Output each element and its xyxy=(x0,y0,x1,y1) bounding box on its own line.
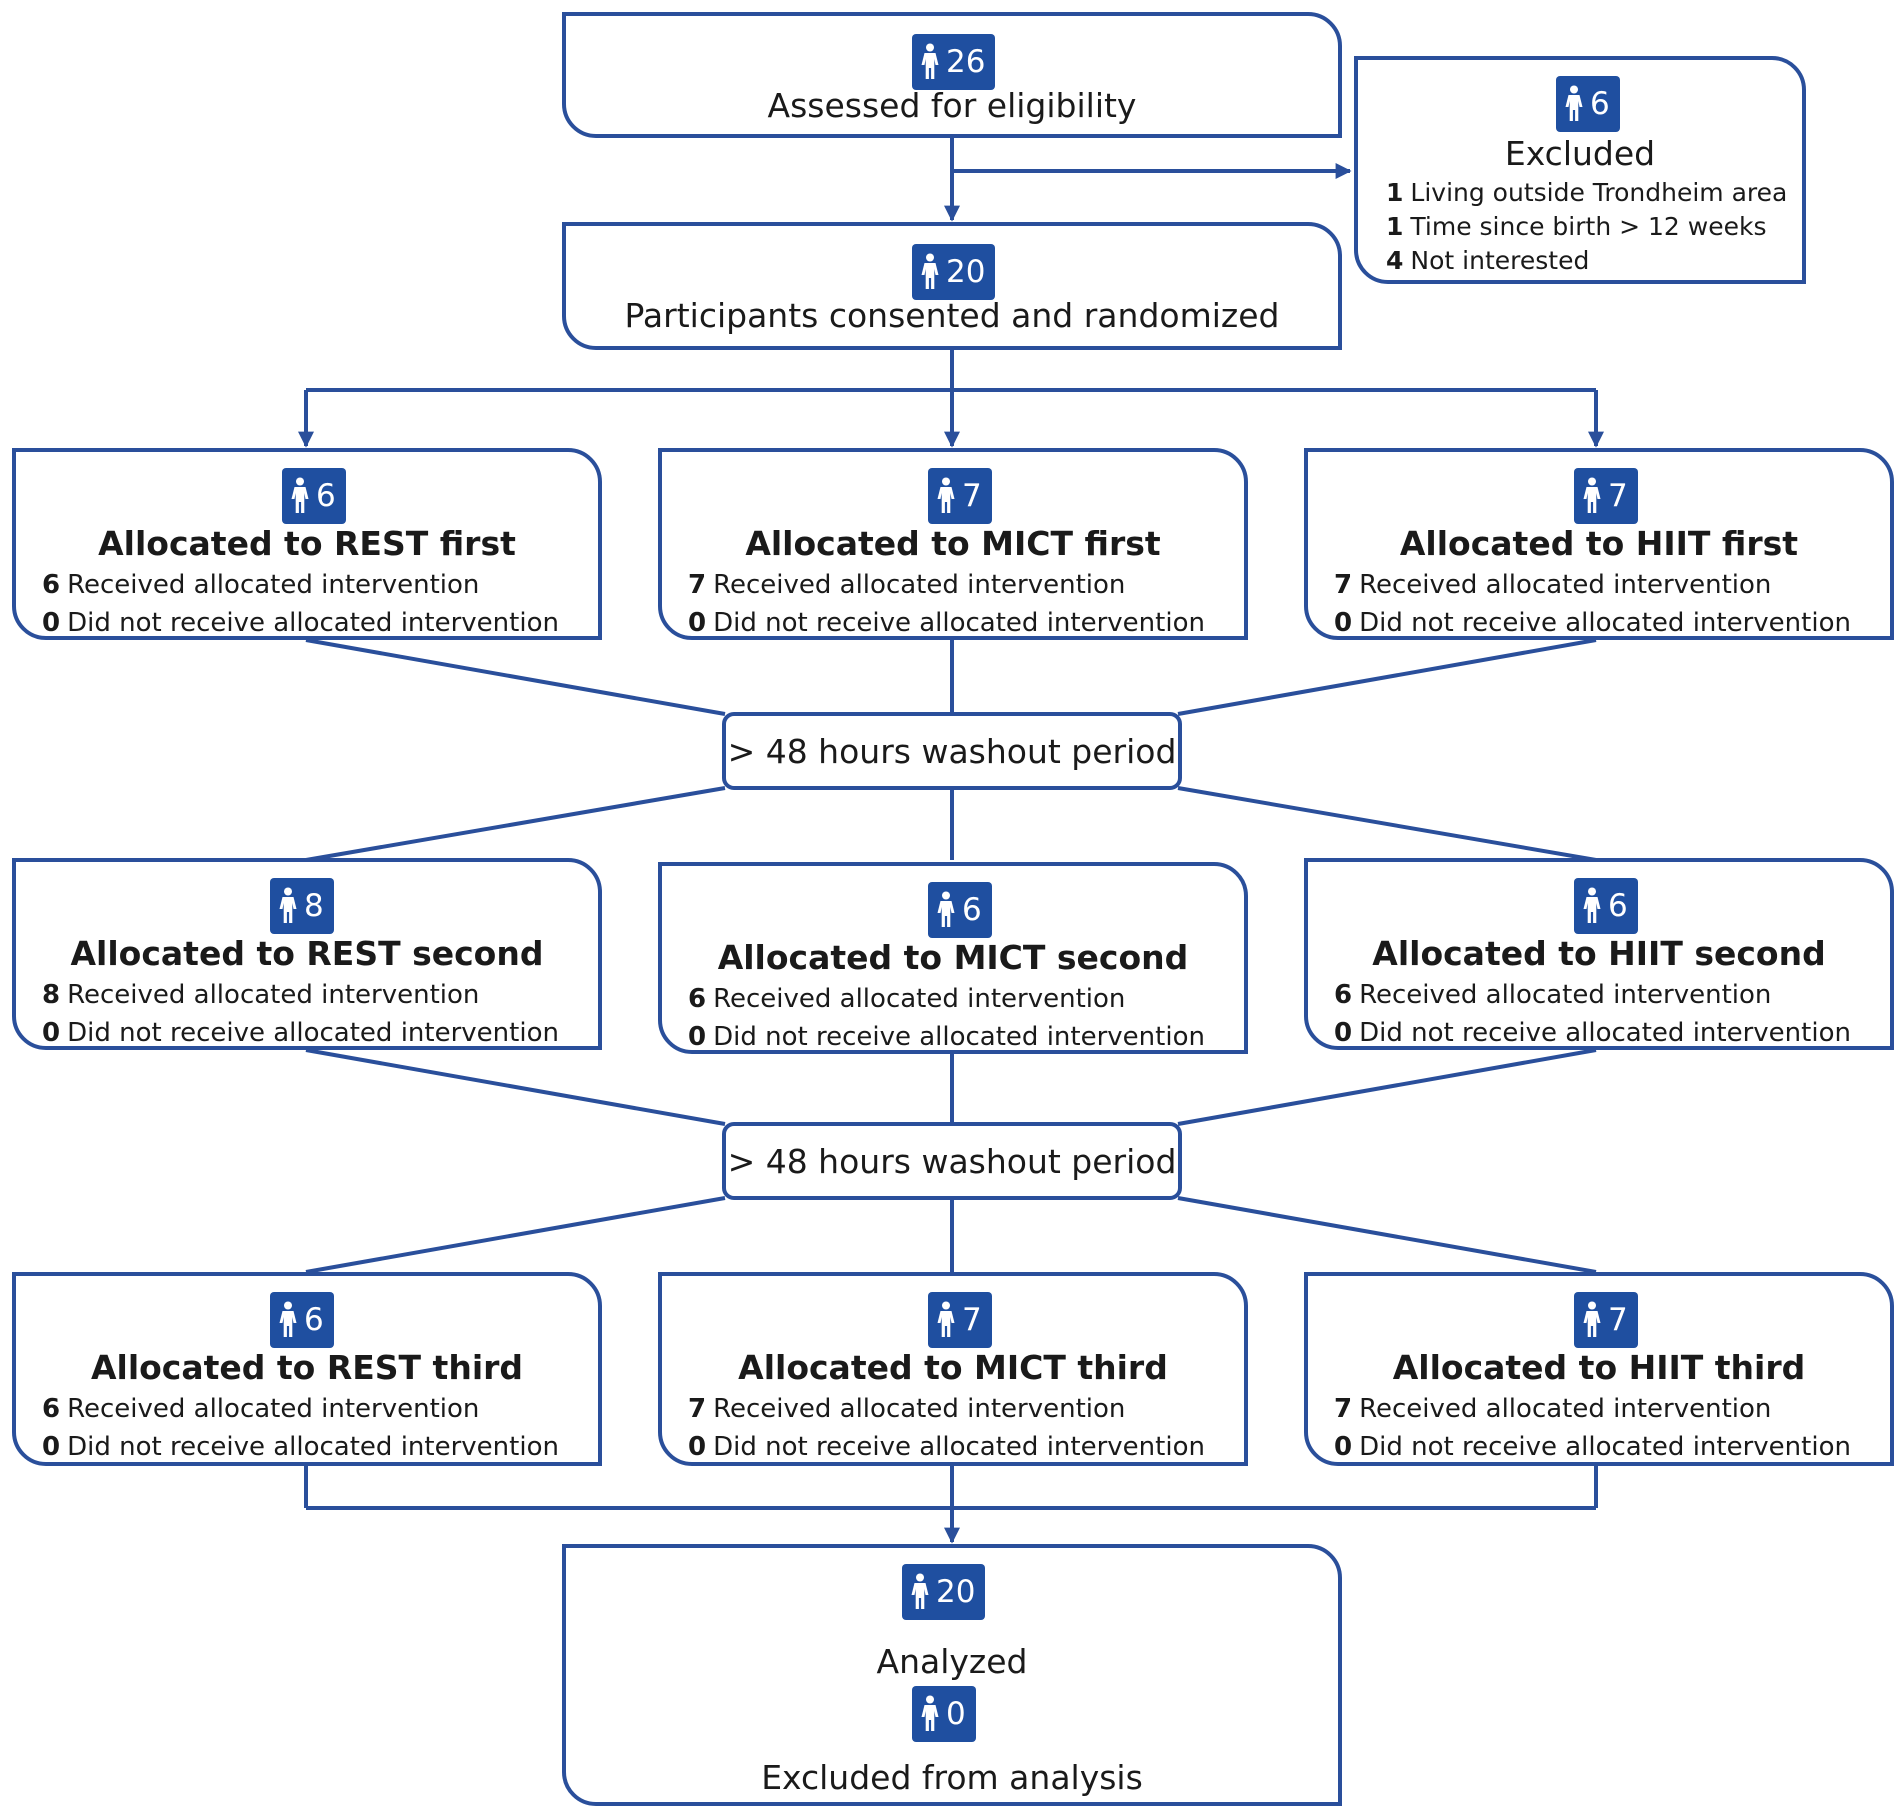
group-title: Allocated to HIIT first xyxy=(1399,524,1799,563)
group-title: Allocated to REST third xyxy=(90,1348,524,1387)
excluded-from-analysis-label: Excluded from analysis xyxy=(761,1758,1143,1797)
group-title: Allocated to REST second xyxy=(70,934,544,973)
person-icon xyxy=(920,43,946,81)
group-count-badge: 6 xyxy=(1574,878,1638,934)
person-icon xyxy=(936,891,962,929)
analyzed-count-badge: 20 xyxy=(902,1564,986,1620)
randomized-count-badge: 20 xyxy=(912,244,996,300)
analyzed-label: Analyzed xyxy=(876,1642,1028,1681)
analyzed-box: 20 Analyzed 0 Excluded from analysis xyxy=(562,1544,1342,1806)
person-icon xyxy=(1582,477,1608,515)
participant-count-badge: 26 xyxy=(912,34,996,90)
assessed-count: 26 xyxy=(946,44,986,80)
person-icon xyxy=(910,1573,936,1611)
group-count-badge: 8 xyxy=(270,878,334,934)
person-icon xyxy=(1582,887,1608,925)
person-icon xyxy=(278,1301,304,1339)
person-icon xyxy=(278,887,304,925)
group-count-badge: 7 xyxy=(1574,1292,1638,1348)
randomized-label: Participants consented and randomized xyxy=(624,296,1280,335)
group-title: Allocated to HIIT second xyxy=(1372,934,1826,973)
excluded-count: 6 xyxy=(1590,86,1610,122)
group-title: Allocated to MICT second xyxy=(717,938,1189,977)
group-title: Allocated to HIIT third xyxy=(1392,1348,1806,1387)
washout-period-box: > 48 hours washout period xyxy=(722,712,1182,790)
excluded-from-analysis-count: 0 xyxy=(946,1696,966,1732)
person-icon xyxy=(290,477,316,515)
assessed-label: Assessed for eligibility xyxy=(767,86,1137,125)
group-title: Allocated to MICT first xyxy=(745,524,1161,563)
excluded-from-analysis-badge: 0 xyxy=(912,1686,976,1742)
person-icon xyxy=(920,253,946,291)
randomized-box: 20 Participants consented and randomized xyxy=(562,222,1342,350)
group-count-badge: 7 xyxy=(1574,468,1638,524)
group-title: Allocated to REST first xyxy=(98,524,516,563)
randomized-count: 20 xyxy=(946,254,986,290)
group-count-badge: 7 xyxy=(928,468,992,524)
analyzed-count: 20 xyxy=(936,1574,976,1610)
excluded-title: Excluded xyxy=(1504,134,1656,173)
person-icon xyxy=(920,1695,946,1733)
group-count-badge: 6 xyxy=(928,882,992,938)
person-icon xyxy=(1582,1301,1608,1339)
group-title: Allocated to MICT third xyxy=(738,1348,1168,1387)
person-icon xyxy=(1564,85,1590,123)
group-count-badge: 7 xyxy=(928,1292,992,1348)
washout-period-box: > 48 hours washout period xyxy=(722,1122,1182,1200)
group-count-badge: 6 xyxy=(270,1292,334,1348)
assessed-box: 26 Assessed for eligibility xyxy=(562,12,1342,138)
excluded-count-badge: 6 xyxy=(1556,76,1620,132)
person-icon xyxy=(936,477,962,515)
group-count-badge: 6 xyxy=(282,468,346,524)
person-icon xyxy=(936,1301,962,1339)
